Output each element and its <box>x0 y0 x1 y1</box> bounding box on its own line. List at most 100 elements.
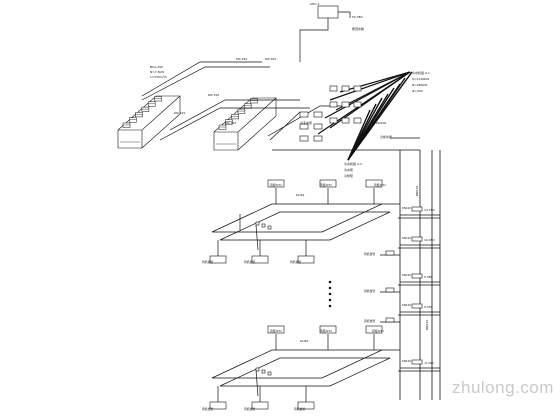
fan-cell <box>154 96 162 102</box>
riser-label-2: DN125 <box>425 320 429 330</box>
floor-unit-box <box>385 287 395 293</box>
pump-unit <box>353 101 362 108</box>
loop-upper-return <box>219 211 391 241</box>
bank-outline <box>237 98 277 151</box>
valve-mark <box>255 221 260 226</box>
floor-pipe-size-5: DN100 <box>402 359 411 363</box>
floor-pipe-size-3: DN100 <box>402 273 411 277</box>
pump-unit <box>341 101 350 108</box>
ahu-unit <box>365 179 383 188</box>
fan-cell <box>225 119 233 125</box>
continuation-dot <box>328 298 332 302</box>
continuation-dot <box>328 304 332 308</box>
chiller-unit <box>313 135 323 142</box>
floor-valve-box <box>411 303 423 309</box>
pump-unit <box>341 85 350 92</box>
chiller-unit <box>299 135 309 142</box>
ahu-unit <box>267 179 285 188</box>
fan-cell <box>122 122 131 128</box>
floor-valve-box <box>411 236 423 242</box>
loop-tap-2 <box>255 224 259 251</box>
header-spoke-upper <box>317 71 411 135</box>
header-spoke-upper <box>329 71 411 101</box>
ahu-unit <box>319 325 337 334</box>
fcu-unit <box>297 401 315 410</box>
floor-tag-2: R1/R2 <box>300 339 309 343</box>
fcu-unit <box>209 401 227 410</box>
fan-cell <box>237 108 246 114</box>
fan-cell <box>135 112 143 118</box>
fcu-label-6: 风机盘管 <box>294 407 305 411</box>
floor-unit-label-3: 风机盘管 <box>364 289 375 293</box>
plant-link <box>269 111 301 141</box>
header-spoke <box>347 109 371 161</box>
valve-mark <box>255 367 260 372</box>
fcu-unit <box>209 255 227 264</box>
chiller-note-1: 冷水机组 A-1 <box>412 70 430 75</box>
bank-return-pipe <box>159 107 310 141</box>
valve-mark <box>261 223 266 228</box>
ahu-unit <box>267 325 285 334</box>
cooling-tower-note-3: L=250m³/h <box>150 75 167 79</box>
floor-valve-box <box>411 359 423 365</box>
fcu-label-3: 风机盘管 <box>290 260 301 264</box>
pump-unit <box>329 117 338 124</box>
fan-cell <box>243 103 252 109</box>
tank-overflow <box>338 11 351 18</box>
fcu-unit <box>297 255 315 264</box>
pipe-label-dn100: DN100 <box>376 121 386 125</box>
pipe-label-dn150: DN 150 <box>208 93 219 97</box>
floor-elevation-3: 5.580 <box>424 275 433 279</box>
ahu-label-2: 风柜AHU <box>320 183 332 187</box>
tank-feed-pipe <box>299 18 329 62</box>
fan-cell <box>141 106 150 112</box>
pipe-label-dn125: DN 125 <box>174 111 185 115</box>
ahu-label-1: 风柜AHU <box>270 183 282 187</box>
floor-elevation-1: 14.780 <box>424 208 435 212</box>
ahu-label-6: 风柜AHU <box>372 329 384 333</box>
fcu-unit <box>251 255 269 264</box>
chiller-unit <box>313 111 323 118</box>
pipe-label-dn250: DN 250 <box>236 57 247 61</box>
valve-mark <box>261 369 266 374</box>
pump-unit <box>329 101 338 108</box>
ahu-label-3: 风柜AHU <box>374 183 386 187</box>
fan-cell <box>147 101 156 107</box>
tank-label: AHU-1 <box>310 2 320 6</box>
pipe-label-dn125-b: DN 125 <box>225 121 236 125</box>
fcu-unit <box>251 401 269 410</box>
floor-elevation-4: 0.350 <box>424 305 433 309</box>
chiller-note-3: N=280kW <box>412 83 427 87</box>
header-spoke-upper <box>339 71 411 93</box>
tank-note: 屋顶水箱 <box>352 26 364 31</box>
chiller-note-2: Q=1200kW <box>412 77 429 81</box>
fcu-label-4: 风机盘管 <box>202 407 213 411</box>
floor-unit-label-2: 风机盘管 <box>364 252 375 256</box>
loop-tap-3 <box>255 369 259 397</box>
bank-outline <box>141 96 181 149</box>
floor-elevation-2: 10.050 <box>424 238 435 242</box>
floor-pipe-size-2: DN100 <box>402 236 411 240</box>
floor-tag-1: R1/R2 <box>296 193 305 197</box>
condenser-header-top <box>141 61 262 97</box>
fan-cell <box>231 114 239 120</box>
cooling-tower-note-1: BCA-250 <box>150 65 163 69</box>
cooling-tower-bank-left <box>117 95 181 149</box>
floor-elevation-5: -0.300 <box>424 361 434 365</box>
floor-pipe-size-4: DN100 <box>402 303 411 307</box>
continuation-dot <box>328 286 332 290</box>
continuation-dot <box>328 292 332 296</box>
floor-unit-label-4: 风机盘管 <box>364 319 375 323</box>
floor-pipe-size-1: DN100 <box>402 206 411 210</box>
chiller-unit <box>299 123 309 130</box>
valve-mark <box>267 371 272 376</box>
tank-elevation: 52.380 <box>352 15 363 19</box>
chiller-note-7: 冷却泵 <box>344 173 353 178</box>
chiller-note-5: 冷水机组 A-2 <box>344 161 362 166</box>
fcu-label-5: 风机盘管 <box>244 407 255 411</box>
fcu-label-1: 风机盘管 <box>202 260 213 264</box>
pump-unit <box>329 85 338 92</box>
chiller-unit <box>313 123 323 130</box>
